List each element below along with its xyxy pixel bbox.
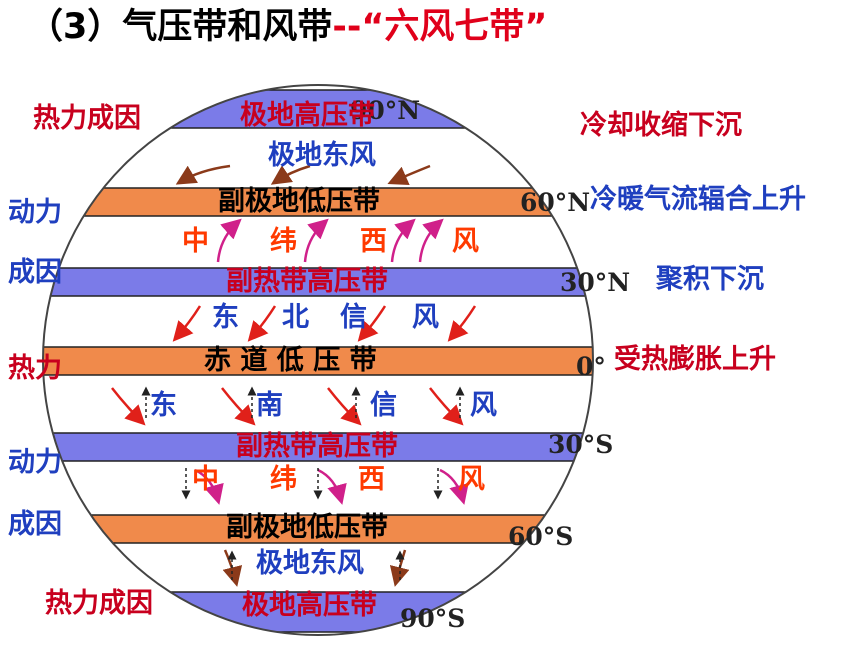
lat-90s: 90°S: [400, 604, 466, 633]
left-label-dynamic-top-1: 动力: [8, 197, 62, 228]
page-title: （3）气压带和风带--“六风七带”: [28, 2, 547, 52]
lat-60n: 60°N: [520, 188, 591, 217]
wind-label-north-polar-easterlies: 极地东风: [268, 140, 376, 171]
wind-label-south-westerlies-2: 纬: [270, 464, 297, 495]
wind-arrows-se-trades: [111, 387, 464, 426]
wind-label-north-westerlies-2: 纬: [270, 226, 297, 257]
wind-label-north-westerlies-4: 风: [452, 226, 479, 257]
left-label-dynamic-bottom-1: 动力: [8, 447, 62, 478]
wind-arrows-ne-trades: [172, 305, 477, 342]
globe-outline: [42, 84, 594, 636]
belt-label-south-polar-high: 极地高压带: [242, 590, 377, 621]
wind-label-ne-trades-1: 东: [212, 302, 239, 333]
left-label-thermal-mid: 热力: [8, 353, 62, 384]
title-dash: --: [332, 7, 362, 47]
wind-label-se-trades-1: 东: [150, 390, 177, 421]
lat-30s: 30°S: [548, 430, 614, 459]
left-label-thermal-top: 热力成因: [33, 103, 141, 134]
belt-north-subpolar-low: [43, 187, 593, 217]
right-label-subpolar-process: 冷暖气流辐合上升: [590, 184, 806, 215]
wind-label-south-westerlies-3: 西: [358, 464, 385, 495]
belt-label-south-subpolar-low: 副极地低压带: [226, 512, 388, 543]
wind-label-se-trades-3: 信: [370, 390, 397, 421]
wind-label-ne-trades-2: 北: [282, 302, 309, 333]
wind-label-south-polar-easterlies: 极地东风: [256, 548, 364, 579]
left-label-thermal-bottom: 热力成因: [45, 588, 153, 619]
belt-label-north-polar-high: 极地高压带: [240, 100, 375, 131]
title-main: （3）气压带和风带: [28, 7, 333, 47]
wind-label-south-westerlies-4: 风: [458, 464, 485, 495]
right-label-subtropical-process: 聚积下沉: [656, 264, 764, 295]
left-label-dynamic-bottom-2: 成因: [8, 509, 62, 540]
belt-label-north-subpolar-low: 副极地低压带: [218, 186, 380, 217]
belt-south-subtropical-high: [43, 432, 593, 462]
wind-label-north-westerlies-1: 中: [182, 226, 209, 257]
right-label-equatorial-process: 受热膨胀上升: [614, 344, 776, 375]
wind-label-north-westerlies-3: 西: [360, 226, 387, 257]
right-label-polar-process: 冷却收缩下沉: [580, 110, 742, 141]
lat-60s: 60°S: [508, 522, 574, 551]
wind-arrows-north-polar: [175, 164, 431, 186]
wind-arrows-north-westerlies: [216, 218, 444, 263]
title-highlight: “六风七带”: [361, 7, 548, 47]
belt-label-north-subtropical-high: 副热带高压带: [226, 266, 388, 297]
wind-label-south-westerlies-1: 中: [192, 464, 219, 495]
wind-label-se-trades-4: 风: [470, 390, 497, 421]
vertical-airflow-arrows: [141, 386, 465, 580]
belt-south-subpolar-low: [43, 514, 593, 544]
belt-label-south-subtropical-high: 副热带高压带: [236, 431, 398, 462]
wind-arrows-south-westerlies: [194, 468, 469, 505]
belt-equatorial-low: [43, 346, 593, 376]
belt-north-subtropical-high: [43, 267, 593, 297]
belt-label-equatorial-low: 赤 道 低 压 带: [204, 345, 377, 376]
lat-90n: 90°N: [350, 96, 421, 125]
wind-label-ne-trades-3: 信: [340, 302, 367, 333]
lat-30n: 30°N: [560, 268, 631, 297]
left-label-dynamic-top-2: 成因: [8, 257, 62, 288]
wind-label-ne-trades-4: 风: [412, 302, 439, 333]
wind-label-se-trades-2: 南: [256, 390, 283, 421]
lat-0: 0°: [576, 352, 606, 381]
